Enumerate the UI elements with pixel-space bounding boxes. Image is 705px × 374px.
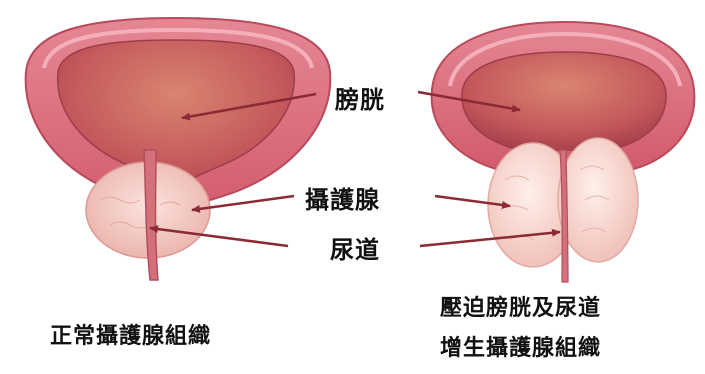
label-bladder: 膀胱 (335, 80, 385, 115)
enlarged-prostate-right-lobe (558, 138, 638, 262)
caption-enlarged-line2: 增生攝護腺組織 (440, 330, 601, 362)
caption-normal: 正常攝護腺組織 (50, 318, 211, 350)
enlarged-bladder-cavity (462, 52, 666, 150)
label-prostate: 攝護腺 (305, 180, 380, 215)
label-urethra: 尿道 (330, 230, 380, 265)
caption-enlarged-line1: 壓迫膀胱及尿道 (440, 290, 601, 322)
normal-urethra (144, 150, 158, 280)
enlarged-bladder-illustration (432, 22, 695, 282)
normal-bladder-illustration (26, 18, 331, 280)
